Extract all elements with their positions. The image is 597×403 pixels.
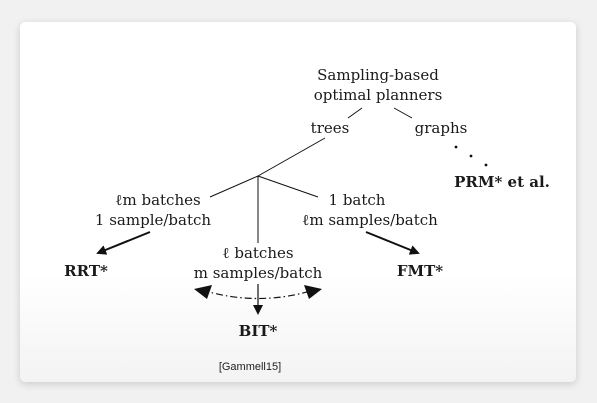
right-edge-label-line2: ℓm samples/batch <box>302 211 438 229</box>
trees-label: trees <box>311 119 350 137</box>
ellipsis-dot-3 <box>484 163 488 167</box>
edge-node-right <box>257 175 319 198</box>
ellipsis-dot-2 <box>469 154 473 158</box>
mid-edge-label-line2: m samples/batch <box>194 264 323 282</box>
bit-label: BIT* <box>239 322 278 340</box>
rrt-label: RRT* <box>64 262 108 280</box>
prm-label: PRM* et al. <box>454 173 550 191</box>
edge-trees-node <box>257 137 326 177</box>
curve-arrowhead-left <box>194 285 212 299</box>
curve-arrowhead-right <box>304 285 322 299</box>
figure-card <box>20 22 576 382</box>
citation-label: [Gammell15] <box>219 361 281 373</box>
edge-node-left <box>209 175 259 198</box>
left-edge-label-line2: 1 sample/batch <box>95 211 211 229</box>
left-edge-label-line1: ℓm batches <box>115 191 200 209</box>
fmt-label: FMT* <box>397 262 443 280</box>
arrow-to-rrt <box>96 231 151 255</box>
root-label-line2: optimal planners <box>314 86 443 104</box>
ellipsis-dot-1 <box>454 145 458 149</box>
root-label-line1: Sampling-based <box>317 66 439 84</box>
arrow-to-fmt <box>365 231 420 255</box>
edge-root-graphs <box>393 107 413 119</box>
mid-edge-label-line1: ℓ batches <box>222 244 293 262</box>
edge-root-trees <box>347 107 363 119</box>
right-edge-label-line1: 1 batch <box>329 191 386 209</box>
graphs-label: graphs <box>415 119 468 137</box>
